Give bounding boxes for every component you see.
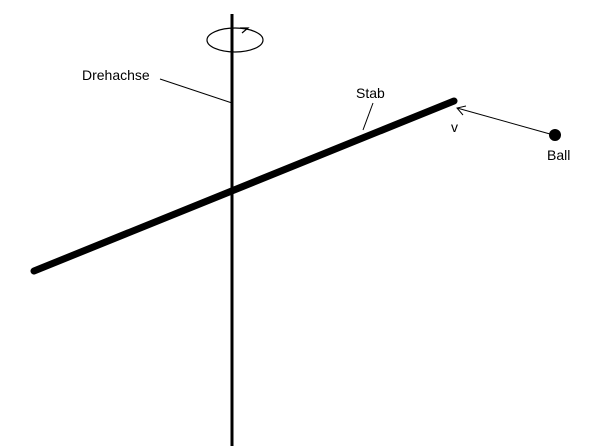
ball-icon	[549, 129, 561, 141]
ball-label: Ball	[547, 147, 570, 163]
velocity-arrow	[456, 105, 551, 135]
rotation-arrow-icon	[206, 27, 264, 53]
axis-label: Drehachse	[82, 67, 150, 83]
rod-leader-line	[362, 102, 374, 131]
rod-label: Stab	[356, 85, 385, 101]
rod-line	[30, 97, 458, 275]
axis-leader-line	[159, 78, 233, 104]
velocity-label: v	[451, 119, 458, 135]
